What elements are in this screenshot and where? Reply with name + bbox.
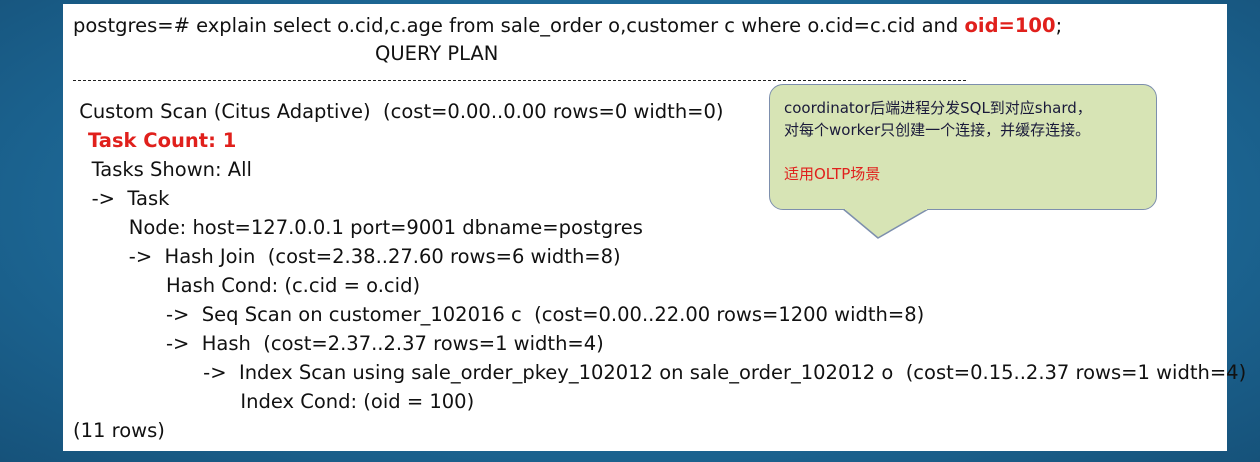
terminal-panel: postgres=# explain select o.cid,c.age fr… — [63, 4, 1246, 451]
row-count-footer: (11 rows) — [73, 419, 165, 442]
plan-line: Hash Cond: (c.cid = o.cid) — [73, 274, 421, 297]
plan-line: -> Hash Join (cost=2.38..27.60 rows=6 wi… — [73, 245, 621, 268]
callout-line-1: coordinator后端进程分发SQL到对应shard， — [784, 99, 1092, 117]
plan-line: -> Task — [73, 187, 170, 210]
plan-line: -> Hash (cost=2.37..2.37 rows=1 width=4) — [73, 332, 604, 355]
separator-line — [73, 80, 966, 81]
plan-line: Tasks Shown: All — [73, 158, 252, 181]
plan-line: -> Seq Scan on customer_102016 c (cost=0… — [73, 303, 925, 326]
plan-line: Index Cond: (oid = 100) — [73, 390, 475, 413]
callout-pointer-cover — [845, 206, 927, 210]
query-prefix: postgres=# explain select o.cid,c.age fr… — [73, 14, 965, 37]
query-line: postgres=# explain select o.cid,c.age fr… — [73, 14, 1062, 38]
plan-line: -> Index Scan using sale_order_pkey_1020… — [73, 361, 1247, 384]
plan-line: Custom Scan (Citus Adaptive) (cost=0.00.… — [73, 100, 724, 123]
callout-line-2: 对每个worker只创建一个连接，并缓存连接。 — [784, 121, 1091, 139]
plan-line-task-count: Task Count: 1 — [88, 129, 237, 152]
callout-box: coordinator后端进程分发SQL到对应shard， 对每个worker只… — [769, 84, 1157, 210]
plan-line: Node: host=127.0.0.1 port=9001 dbname=po… — [73, 216, 643, 239]
callout-line-3: 适用OLTP场景 — [784, 165, 881, 183]
query-plan-header: QUERY PLAN — [375, 42, 499, 65]
query-highlight: oid=100 — [964, 14, 1056, 37]
query-suffix: ; — [1055, 14, 1063, 37]
